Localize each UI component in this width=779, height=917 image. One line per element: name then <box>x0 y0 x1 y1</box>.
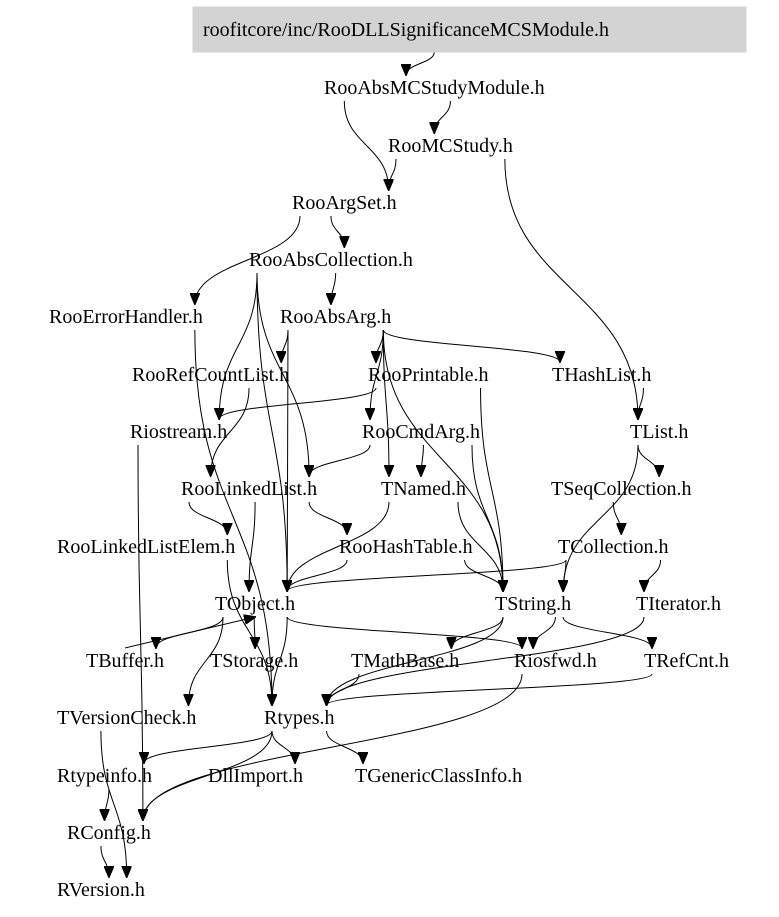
edge-printable-to-riostream <box>219 387 377 419</box>
edge-abscollection-to-tobject <box>256 272 287 591</box>
edge-absmcstudymodule-to-argset <box>343 100 388 190</box>
edge-tbuffer-to-tobject <box>124 617 255 649</box>
edge-mcstudy-to-argset <box>389 158 397 190</box>
edge-absarg-to-tobject <box>287 329 288 591</box>
edge-errorhandler-to-rtypes <box>194 329 272 705</box>
edge-tlist-to-tseqcollection <box>637 444 659 476</box>
node-tbuffer[interactable]: TBuffer.h <box>86 650 164 672</box>
edge-abscollection-to-absarg <box>331 272 337 304</box>
edge-absarg-to-cmdarg <box>370 329 384 419</box>
edge-tobject-to-tstorage <box>254 616 255 648</box>
root-node-box[interactable] <box>192 6 747 53</box>
edge-titerator-to-rtypes <box>327 616 645 705</box>
edge-absarg-to-tnamed <box>382 329 389 476</box>
edge-tstring-to-riosfwd <box>533 616 556 648</box>
node-trefcnt[interactable]: TRefCnt.h <box>644 650 729 672</box>
edge-tlist-to-tstring <box>563 444 639 591</box>
edge-abscollection-to-linkedlist <box>256 272 309 476</box>
node-tstorage[interactable]: TStorage.h <box>210 650 298 672</box>
node-tlist[interactable]: TList.h <box>630 421 688 443</box>
edge-riostream-to-rconfig <box>137 444 143 820</box>
node-tcollection[interactable]: TCollection.h <box>558 536 669 558</box>
edge-rtypes-to-dllimport <box>271 730 295 763</box>
edge-tobject-to-riosfwd <box>286 616 522 648</box>
node-titerator[interactable]: TIterator.h <box>636 593 721 615</box>
edge-linkedlistelem-to-rtypes <box>226 559 272 705</box>
node-rtypes[interactable]: Rtypes.h <box>264 707 335 729</box>
edge-hashtable-to-tstring <box>464 559 503 591</box>
edge-rtypes-to-rtypeinfo <box>144 730 273 763</box>
edge-argset-to-errorhandler <box>195 215 301 304</box>
edge-argset-to-abscollection <box>330 215 344 247</box>
edge-refcountlist-to-linkedlist <box>211 387 250 476</box>
edge-rtypes-to-tgenericclassinfo <box>326 730 363 763</box>
node-riostream[interactable]: Riostream.h <box>130 421 227 443</box>
node-errorhandler[interactable]: RooErrorHandler.h <box>49 306 203 328</box>
node-absmcstudymodule[interactable]: RooAbsMCStudyModule.h <box>324 77 545 99</box>
edge-tobject-to-tversioncheck <box>188 616 224 705</box>
edge-cmdarg-to-linkedlist <box>309 444 371 476</box>
edge-tcollection-to-titerator <box>644 559 662 591</box>
node-tnamed[interactable]: TNamed.h <box>381 478 466 500</box>
edge-absmcstudymodule-to-mcstudy <box>434 100 451 133</box>
node-mcstudy[interactable]: RooMCStudy.h <box>388 135 513 157</box>
edge-layer <box>100 51 662 877</box>
edge-thashlist-to-tlist <box>638 387 644 419</box>
edge-rtypes-to-rconfig <box>143 730 273 820</box>
node-riosfwd[interactable]: Riosfwd.h <box>514 650 597 672</box>
edge-rconfig-to-rversion <box>100 845 109 877</box>
node-rtypeinfo[interactable]: Rtypeinfo.h <box>57 765 152 787</box>
edge-tnamed-to-tobject <box>287 501 390 591</box>
node-tseqcollection[interactable]: TSeqCollection.h <box>551 478 692 500</box>
node-hashtable[interactable]: RooHashTable.h <box>339 536 473 558</box>
node-tstring[interactable]: TString.h <box>495 593 571 615</box>
node-printable[interactable]: RooPrintable.h <box>368 364 489 386</box>
node-rversion[interactable]: RVersion.h <box>57 879 145 901</box>
edge-cmdarg-to-tstring <box>471 444 503 591</box>
node-tobject[interactable]: TObject.h <box>215 593 295 615</box>
edge-tversioncheck-to-rversion <box>100 730 127 877</box>
edge-absarg-to-refcountlist <box>281 329 289 362</box>
node-layer: roofitcore/inc/RooDLLSignificanceMCSModu… <box>49 6 747 901</box>
edge-printable-to-tstring <box>480 387 503 591</box>
edge-tnamed-to-tstring <box>457 501 503 591</box>
edge-tcollection-to-tstring <box>563 559 566 591</box>
node-tversioncheck[interactable]: TVersionCheck.h <box>57 707 196 729</box>
root-node-label[interactable]: roofitcore/inc/RooDLLSignificanceMCSModu… <box>203 19 609 41</box>
edge-cmdarg-to-tnamed <box>421 444 424 476</box>
node-tgenericclassinfo[interactable]: TGenericClassInfo.h <box>355 765 522 787</box>
edge-tobject-to-rtypes <box>272 616 288 705</box>
node-abscollection[interactable]: RooAbsCollection.h <box>249 249 413 271</box>
node-linkedlistelem[interactable]: RooLinkedListElem.h <box>57 536 235 558</box>
node-refcountlist[interactable]: RooRefCountList.h <box>132 364 289 386</box>
edge-tcollection-to-tobject <box>287 559 567 591</box>
edge-trefcnt-to-rtypes <box>327 673 653 705</box>
edge-root-to-absmcstudymodule <box>406 51 435 75</box>
edge-riosfwd-to-rconfig <box>143 673 523 820</box>
edge-tstring-to-tmathbase <box>451 616 504 648</box>
edge-tseqcollection-to-tcollection <box>612 501 621 534</box>
node-argset[interactable]: RooArgSet.h <box>292 192 397 214</box>
edge-absarg-to-thashlist <box>382 329 560 362</box>
node-rconfig[interactable]: RConfig.h <box>67 822 151 844</box>
edge-abscollection-to-riostream <box>219 272 258 419</box>
node-cmdarg[interactable]: RooCmdArg.h <box>362 421 480 443</box>
edge-mcstudy-to-tlist <box>504 158 638 419</box>
node-dllimport[interactable]: DllImport.h <box>208 765 303 787</box>
edge-linkedlist-to-hashtable <box>308 501 347 534</box>
node-tmathbase[interactable]: TMathBase.h <box>351 650 459 672</box>
edge-linkedlist-to-linkedlistelem <box>188 501 227 534</box>
node-thashlist[interactable]: THashList.h <box>552 364 651 386</box>
node-linkedlist[interactable]: RooLinkedList.h <box>181 478 317 500</box>
edge-tstring-to-rtypes <box>327 616 504 705</box>
edge-rtypeinfo-to-rconfig <box>105 788 109 820</box>
edge-linkedlist-to-tobject <box>249 501 256 591</box>
edge-tstring-to-trefcnt <box>562 616 652 648</box>
node-absarg[interactable]: RooAbsArg.h <box>280 306 391 328</box>
